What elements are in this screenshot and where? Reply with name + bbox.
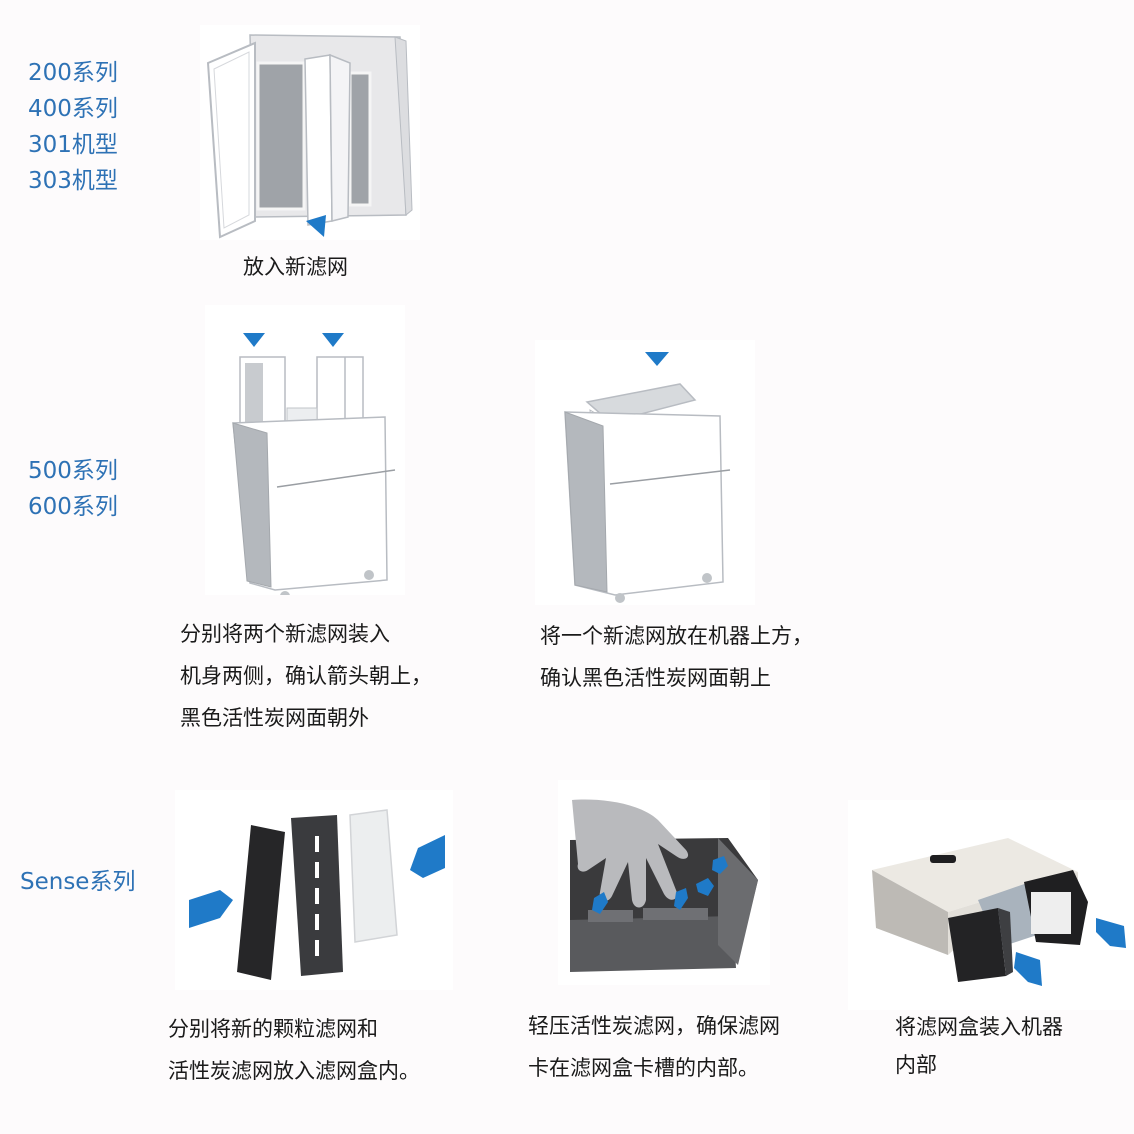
- caption-line: 活性炭滤网放入滤网盒内。: [168, 1059, 420, 1083]
- step-caption: 分别将两个新滤网装入 机身两侧，确认箭头朝上， 黑色活性炭网面朝外: [180, 613, 432, 739]
- arrow-icon: [322, 333, 344, 347]
- arrow-icon: [243, 333, 265, 347]
- step-caption: 将滤网盒装入机器 内部: [895, 1008, 1063, 1084]
- series-label: 303机型: [28, 168, 118, 194]
- step-caption: 分别将新的颗粒滤网和 活性炭滤网放入滤网盒内。: [168, 1008, 420, 1092]
- illustration-side-filters-insert: [205, 305, 405, 595]
- caption-line: 轻压活性炭滤网，确保滤网: [528, 1014, 780, 1038]
- series-label: Sense系列: [20, 869, 136, 895]
- caption-line: 放入新滤网: [243, 255, 348, 279]
- series-label-group-500: 500系列 600系列: [28, 453, 118, 525]
- caption-line: 分别将两个新滤网装入: [180, 622, 390, 646]
- caption-line: 分别将新的颗粒滤网和: [168, 1017, 378, 1041]
- arrow-icon: [592, 892, 608, 914]
- series-label: 200系列: [28, 60, 118, 86]
- caption-line: 黑色活性炭网面朝外: [180, 706, 369, 730]
- series-label: 500系列: [28, 458, 118, 484]
- caption-line: 将一个新滤网放在机器上方，: [540, 624, 813, 648]
- illustration-cabinet-open-door: [200, 25, 420, 245]
- arrow-icon: [306, 215, 326, 237]
- series-label-group-200: 200系列 400系列 301机型 303机型: [28, 55, 118, 199]
- arrow-icon: [696, 878, 714, 896]
- series-label: 400系列: [28, 96, 118, 122]
- illustration-insert-filter-box-into-machine: [848, 800, 1134, 1010]
- caption-line: 机身两侧，确认箭头朝上，: [180, 664, 432, 688]
- step-caption: 将一个新滤网放在机器上方， 确认黑色活性炭网面朝上: [540, 615, 813, 699]
- arrow-icon: [189, 890, 233, 928]
- series-label: 301机型: [28, 132, 118, 158]
- arrow-icon: [410, 835, 445, 878]
- series-label: 600系列: [28, 494, 118, 520]
- caption-line: 将滤网盒装入机器: [895, 1015, 1063, 1039]
- arrow-icon: [674, 888, 688, 910]
- arrow-icon: [1014, 952, 1042, 986]
- arrow-icon: [645, 352, 669, 366]
- caption-line: 内部: [895, 1053, 937, 1077]
- illustration-top-filter-insert: [535, 340, 755, 605]
- caption-line: 卡在滤网盒卡槽的内部。: [528, 1056, 759, 1080]
- illustration-filter-box-assembly: [175, 790, 453, 990]
- step-caption: 轻压活性炭滤网，确保滤网 卡在滤网盒卡槽的内部。: [528, 1005, 780, 1089]
- caption-line: 确认黑色活性炭网面朝上: [540, 666, 771, 690]
- illustration-press-carbon-filter: [558, 780, 770, 985]
- series-label-group-sense: Sense系列: [20, 864, 135, 900]
- arrow-icon: [712, 856, 728, 874]
- arrow-icon: [1096, 918, 1126, 948]
- step-caption: 放入新滤网: [243, 246, 348, 288]
